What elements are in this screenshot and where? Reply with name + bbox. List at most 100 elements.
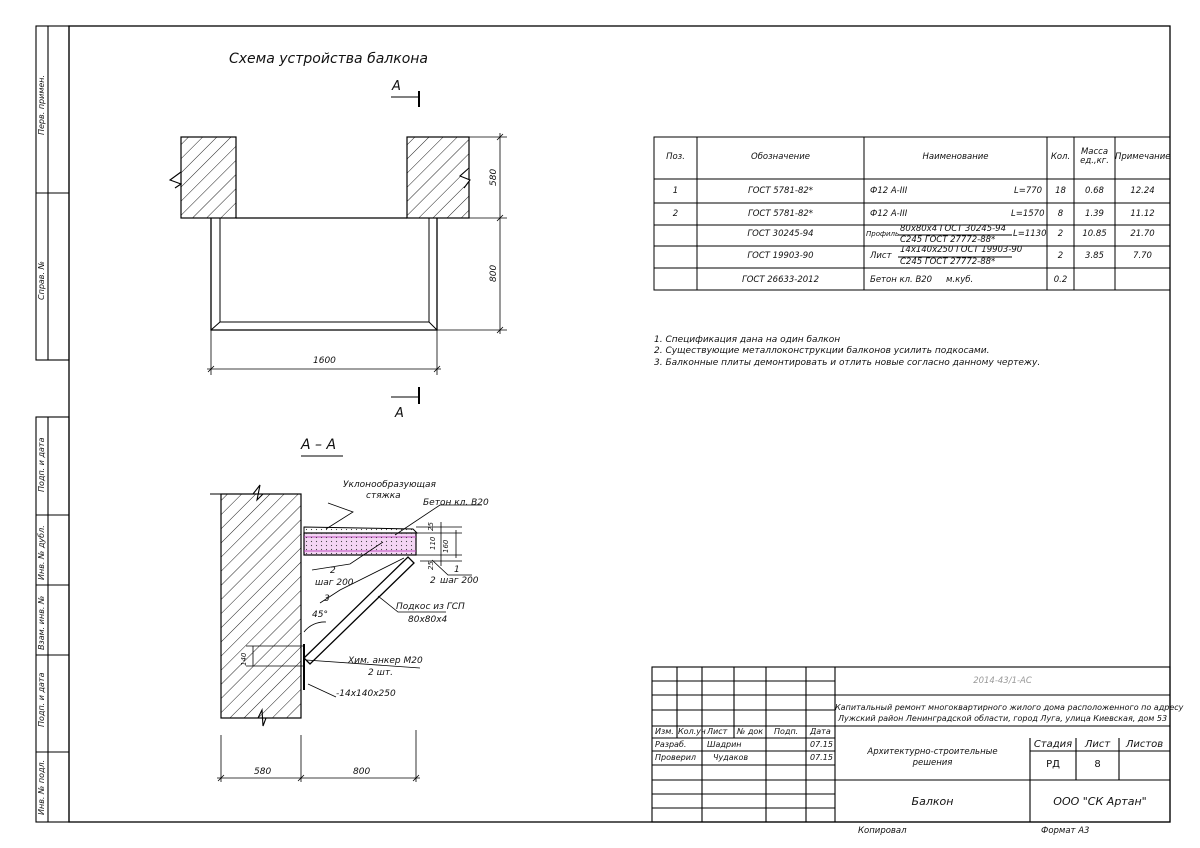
stage-value: РД [1046,759,1060,770]
spec-r3-code: ГОСТ 30245-94 [747,229,814,239]
spec-r2-code: ГОСТ 5781-82* [747,209,814,219]
balcony-plan [168,91,507,404]
spec-header-note: Примечание [1115,152,1171,162]
spec-r2-mass: 1.39 [1085,209,1104,219]
plan-dimensions [207,133,507,375]
dim-800: 800 [489,264,499,282]
section-title: А – А [301,437,337,453]
spec-r4-name-top: 14х140х250 ГОСТ 19903-90 [900,245,1023,255]
col-list: Лист [707,727,728,736]
balcony-title: Схема устройства балкона [229,51,429,67]
spec-r1-note: 12.24 [1130,186,1155,196]
spec-r5-unit: м.куб. [946,275,974,285]
spec-r4-note: 7.70 [1133,251,1152,261]
spec-r1-len: L=770 [1014,186,1043,196]
label-angle: 45° [312,610,328,620]
label-brace-2: 80х80х4 [408,615,448,625]
spec-table-grid [653,136,1171,291]
section-mark-bottom: А [395,406,404,421]
spec-r2-qty: 8 [1057,209,1064,219]
footer-format: Формат А3 [1041,826,1090,836]
spec-r3-prefix: Профиль [866,230,900,238]
footer-copied: Копировал [858,826,907,836]
label-anchor-2: 2 шт. [368,668,393,678]
spec-r4-prefix: Лист [870,251,892,261]
spec-r3-name-bottom: С245 ГОСТ 27772-88* [900,235,996,245]
spec-r4-qty: 2 [1057,251,1064,261]
label-screed-2: стяжка [366,491,401,501]
left-wall-section [180,136,237,219]
dim-25a: 25 [427,522,435,531]
spec-r1-mass: 0.68 [1085,186,1104,196]
spec-r1-qty: 18 [1055,186,1066,196]
dim-140: 140 [240,652,248,666]
spec-r5-qty: 0.2 [1053,275,1068,285]
dim-1600: 1600 [313,356,336,366]
stamp-podp-data-2: Подп. и дата [37,672,46,728]
spec-r3-note: 21.70 [1130,229,1155,239]
doc-code: 2014-43/1-АС [973,676,1032,686]
spec-r5-code: ГОСТ 26633-2012 [742,275,819,285]
spec-header-mass: Масса ед.,кг. [1080,147,1109,166]
role-developer: Разраб. [655,740,687,749]
dim-section-580: 580 [254,767,272,777]
spec-header-qty: Кол. [1050,152,1071,162]
pos-2-right: 2 [430,576,436,586]
dim-110: 110 [429,536,437,550]
spec-r2-pos: 2 [672,209,679,219]
col-podp: Подп. [774,727,799,736]
sheets-label: Листов [1125,739,1164,750]
right-wall-section [406,136,470,219]
spec-r1-name: Ф12 А-III [870,186,908,196]
col-ndok: № док [737,727,764,736]
pos-2-left-step: шаг 200 [315,578,354,588]
role-checker: Проверил [655,753,697,762]
project-line-2: Лужский район Ленинградской области, гор… [837,714,1168,723]
label-anchor-1: Хим. анкер М20 [348,656,423,666]
section-name-2: решения [912,758,953,768]
spec-r1-pos: 1 [672,186,679,196]
spec-r3-mass: 10.85 [1082,229,1107,239]
pos-2-left: 2 [330,566,336,576]
side-stamp [35,25,70,823]
spec-r2-note: 11.12 [1130,209,1155,219]
spec-r5-name: Бетон кл. В20 [870,275,933,285]
dim-160: 160 [442,539,450,553]
stage-label: Стадия [1033,739,1073,750]
sheet-label: Лист [1084,739,1111,750]
col-izm: Изм. [655,727,674,736]
date-checker: 07.15 [810,753,833,762]
spec-r1-code: ГОСТ 5781-82* [747,186,814,196]
stamp-sprav-no: Справ. № [37,261,46,300]
section-wall [220,493,302,719]
dim-580: 580 [489,168,499,186]
sheet-value: 8 [1094,759,1101,770]
name-checker: Чудаков [713,753,749,762]
note-3: 3. Балконные плиты демонтировать и отлит… [654,358,1041,368]
section-aa [210,455,482,782]
label-concrete: Бетон кл. В20 [423,498,489,508]
col-date: Дата [810,727,831,736]
spec-r3-len: L=1130 [1013,229,1047,239]
stamp-perv-primen: Перв. примен. [37,74,46,135]
dim-25b: 25 [427,561,435,570]
date-developer: 07.15 [810,740,833,749]
stamp-inv-podl: Инв. № подл. [37,759,46,815]
spec-header-name: Наименование [922,152,989,162]
spec-r4-mass: 3.85 [1085,251,1104,261]
stamp-inv-dubl: Инв. № дубл. [37,525,46,580]
spec-r2-name: Ф12 А-III [870,209,908,219]
dim-section-800: 800 [353,767,371,777]
pos-1-step: шаг 200 [440,576,479,586]
drawing-name: Балкон [911,795,954,808]
spec-r2-len: L=1570 [1011,209,1045,219]
label-brace-1: Подкос из ГСП [396,602,465,612]
name-developer: Шадрин [707,740,742,749]
note-2: 2. Существующие металлоконструкции балко… [654,346,990,356]
pos-3: 3 [324,594,330,604]
company-name: ООО "СК Артан" [1053,795,1147,808]
spec-header-code: Обозначение [751,152,810,162]
section-mark-top: А [392,79,401,94]
spec-r4-code: ГОСТ 19903-90 [747,251,814,261]
